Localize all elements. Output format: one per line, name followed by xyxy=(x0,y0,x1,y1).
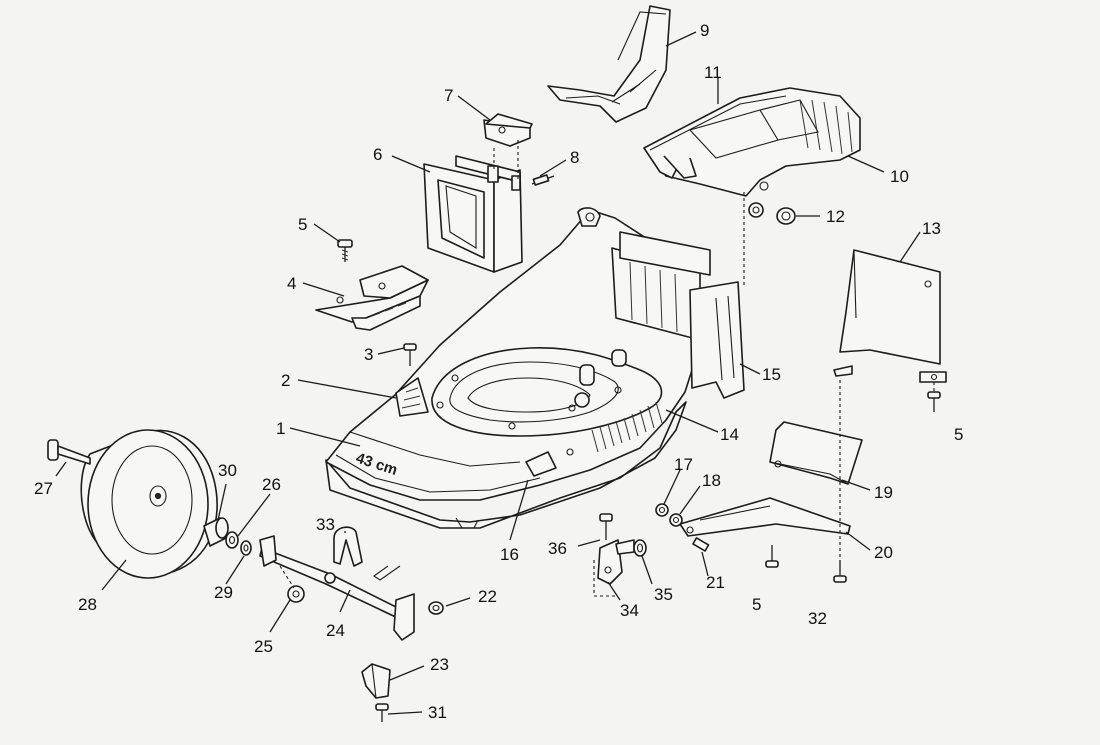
part-wheel-bolt xyxy=(47,439,91,465)
part-bushing xyxy=(776,207,796,225)
callout-34: 34 xyxy=(620,601,639,620)
part-height-adjuster xyxy=(597,539,635,585)
callout-15: 15 xyxy=(762,365,781,384)
part-bushing-small xyxy=(748,202,764,218)
callout-29: 29 xyxy=(214,583,233,602)
callout-26: 26 xyxy=(262,475,281,494)
part-rear-guard xyxy=(833,249,947,383)
part-rear-flap xyxy=(769,421,863,485)
callout-19: 19 xyxy=(874,483,893,502)
part-wheel xyxy=(80,429,218,579)
callout-11: 11 xyxy=(704,63,722,82)
part-lever-screw xyxy=(375,703,389,722)
callout-16: 16 xyxy=(500,545,519,564)
callout-21: 21 xyxy=(706,573,725,592)
part-nut xyxy=(692,537,710,552)
callout-1: 1 xyxy=(276,419,285,438)
callout-5-bottom: 5 xyxy=(752,595,761,614)
callout-33: 33 xyxy=(316,515,335,534)
part-wheel-washer-inner xyxy=(240,540,252,556)
callout-36: 36 xyxy=(548,539,567,558)
part-bolt-bottom xyxy=(765,545,779,568)
callout-9: 9 xyxy=(700,21,709,40)
part-deflector-flap xyxy=(547,5,671,123)
part-chute-frame xyxy=(423,155,523,273)
callout-18: 18 xyxy=(702,471,721,490)
assembly-guide-lines xyxy=(279,140,935,597)
callout-labels: 1 2 3 4 5 6 7 8 9 10 11 12 13 14 15 5 16… xyxy=(34,21,963,722)
callout-2: 2 xyxy=(281,371,290,390)
callout-35: 35 xyxy=(654,585,673,604)
part-axle-lever xyxy=(259,535,415,641)
part-wire-pin xyxy=(373,565,401,581)
leader-lines xyxy=(55,31,921,715)
part-axle-nut xyxy=(428,601,444,615)
part-bolt-long xyxy=(833,560,847,583)
callout-7: 7 xyxy=(444,86,453,105)
part-spring-clip xyxy=(633,539,647,557)
callout-28: 28 xyxy=(78,595,97,614)
callout-10: 10 xyxy=(890,167,909,186)
part-bolt-36 xyxy=(599,513,613,540)
part-screw-small xyxy=(403,343,417,366)
part-grass-bag-cover xyxy=(643,87,861,197)
callout-20: 20 xyxy=(874,543,893,562)
callout-6: 6 xyxy=(373,145,382,164)
callout-17: 17 xyxy=(674,455,693,474)
callout-25: 25 xyxy=(254,637,273,656)
part-lever-bracket xyxy=(361,663,391,699)
callout-5-top: 5 xyxy=(298,215,307,234)
part-mower-deck: 43 cm xyxy=(325,207,745,529)
callout-3: 3 xyxy=(364,345,373,364)
callout-30: 30 xyxy=(218,461,237,480)
callout-12: 12 xyxy=(826,207,845,226)
part-screw-right xyxy=(927,391,941,412)
callout-32: 32 xyxy=(808,609,827,628)
part-chute-clip xyxy=(483,113,533,147)
callout-14: 14 xyxy=(720,425,739,444)
part-handle-clip xyxy=(333,526,363,567)
part-axle-bushing xyxy=(287,585,305,603)
callout-4: 4 xyxy=(287,274,296,293)
callout-27: 27 xyxy=(34,479,53,498)
part-washer-flat xyxy=(669,513,683,527)
callout-8: 8 xyxy=(570,148,579,167)
callout-13: 13 xyxy=(922,219,941,238)
part-washer xyxy=(655,503,669,517)
callout-5-right: 5 xyxy=(954,425,963,444)
callout-23: 23 xyxy=(430,655,449,674)
part-screw xyxy=(337,239,353,262)
part-wheel-washer xyxy=(225,531,239,549)
callout-22: 22 xyxy=(478,587,497,606)
callout-24: 24 xyxy=(326,621,345,640)
callout-31: 31 xyxy=(428,703,447,722)
part-front-plate xyxy=(315,265,429,331)
part-rear-bracket xyxy=(679,497,851,537)
part-pin xyxy=(531,174,555,186)
